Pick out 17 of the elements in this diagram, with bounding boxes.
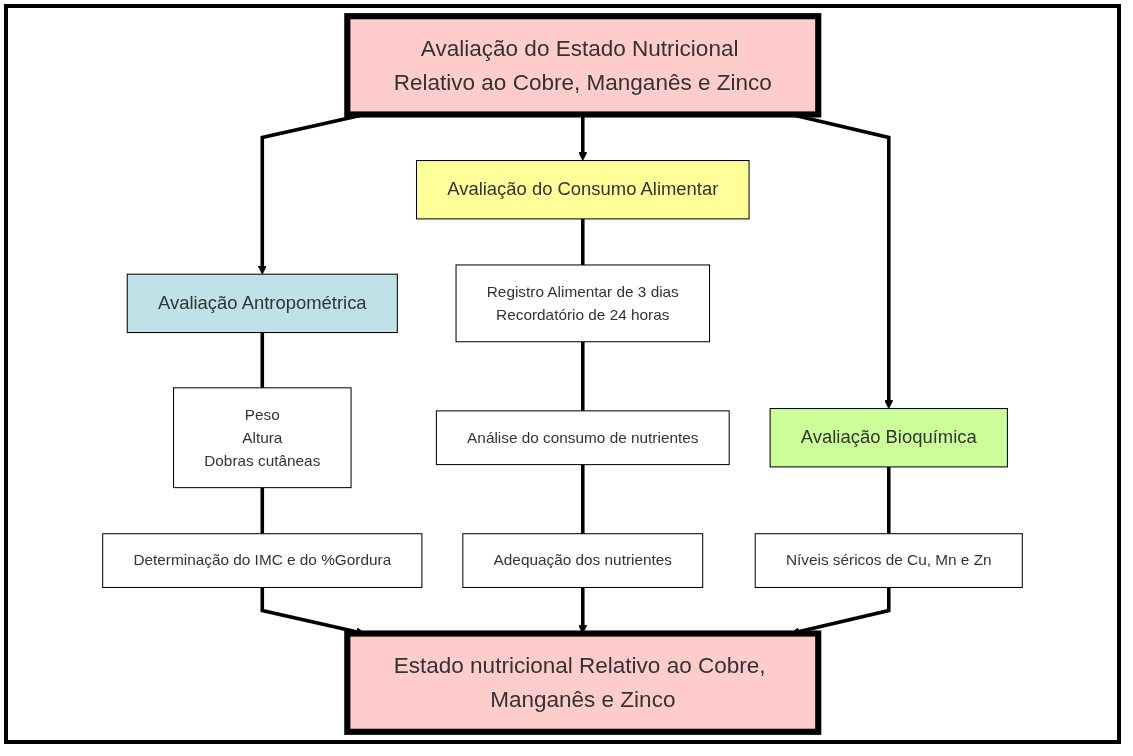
node-box: Estado nutricional Relativo ao Cobre, Manganês e Zinco: [344, 630, 822, 735]
node-box: Adequação dos nutrientes: [462, 533, 704, 588]
connector: [260, 332, 265, 388]
connector: [260, 487, 265, 534]
node-box: Avaliação Antropométrica: [126, 273, 398, 334]
connector: [581, 464, 585, 534]
node-box: Análise do consumo de nutrientes: [435, 410, 730, 466]
node-box: Avaliação do Estado Nutricional Relativo ao Cobre, Manganês e Zinco: [344, 13, 822, 118]
connector: [886, 466, 891, 534]
node-box: Peso Altura Dobras cutâneas: [173, 387, 352, 489]
node-box: Avaliação Bioquímica: [769, 408, 1008, 468]
connector: [581, 341, 585, 411]
node-box: Registro Alimentar de 3 dias Recordatório de 24 horas: [455, 264, 711, 343]
node-box: Níveis séricos de Cu, Mn e Zn: [754, 533, 1023, 588]
node-box: Determinação do IMC e do %Gordura: [102, 533, 423, 588]
connector: [581, 218, 585, 265]
node-box: Avaliação do Consumo Alimentar: [416, 160, 750, 220]
